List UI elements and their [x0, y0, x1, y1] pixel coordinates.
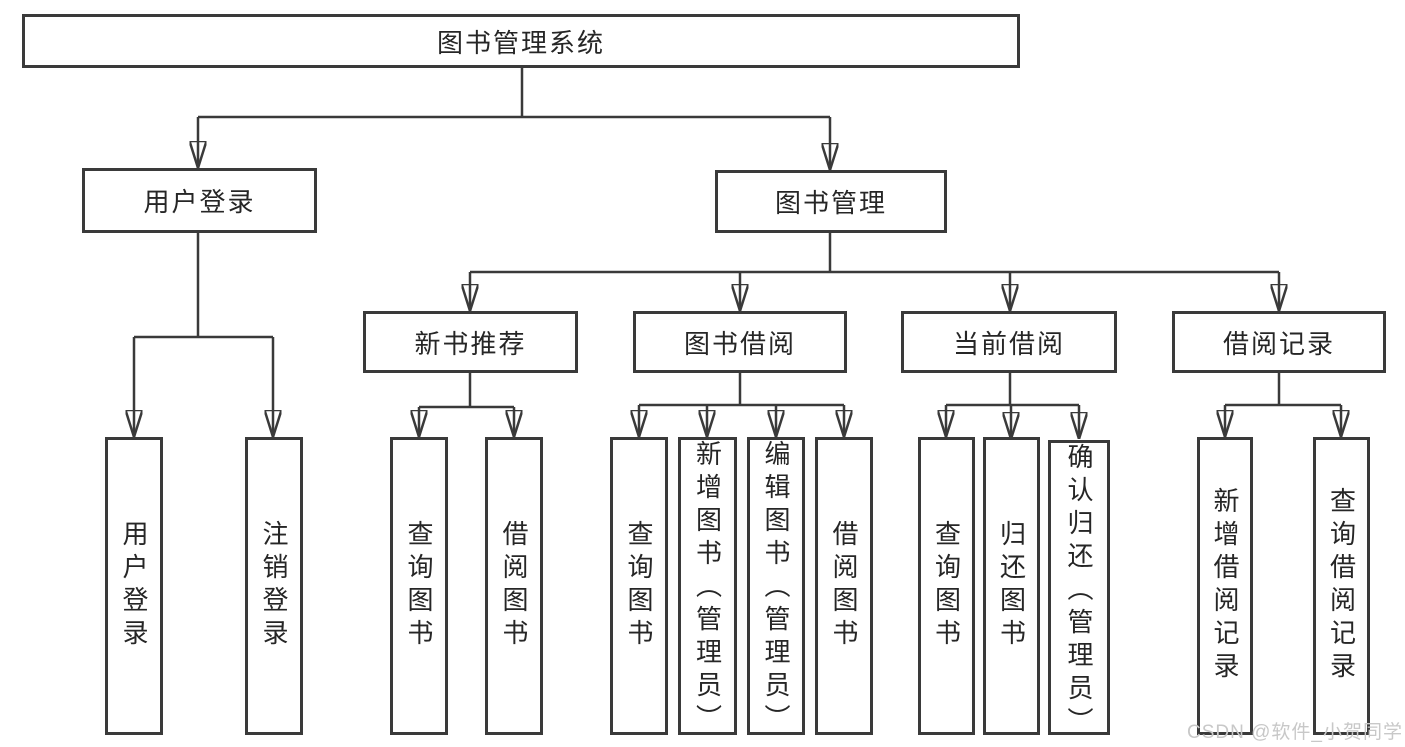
leaf-nbr-borrow-books: 借阅图书: [485, 437, 543, 735]
leaf-bb-borrow-books: 借阅图书: [815, 437, 873, 735]
connector-segments: [134, 68, 1341, 409]
leaf-user-login: 用户登录: [105, 437, 163, 735]
leaf-br-add-record: 新增借阅记录: [1197, 437, 1253, 735]
node-user-login-branch: 用户登录: [82, 168, 317, 233]
leaf-br-query-record: 查询借阅记录: [1313, 437, 1370, 735]
node-borrow-records: 借阅记录: [1172, 311, 1386, 373]
leaf-bb-add-book-admin: 新增图书（管理员）: [678, 437, 737, 737]
node-new-book-recommend: 新书推荐: [363, 311, 578, 373]
node-root: 图书管理系统: [22, 14, 1020, 68]
leaf-nbr-query-books: 查询图书: [390, 437, 448, 735]
leaf-cb-return-book: 归还图书: [983, 437, 1040, 735]
node-book-management: 图书管理: [715, 170, 947, 233]
node-current-borrowing: 当前借阅: [901, 311, 1117, 373]
node-book-borrowing: 图书借阅: [633, 311, 847, 373]
leaf-bb-query-books: 查询图书: [610, 437, 668, 735]
leaf-cb-confirm-return-admin: 确认归还（管理员）: [1048, 440, 1110, 740]
watermark: CSDN @软件_小贺同学: [1187, 722, 1403, 743]
leaf-bb-edit-book-admin: 编辑图书（管理员）: [747, 437, 805, 737]
leaf-cb-query-books: 查询图书: [918, 437, 975, 735]
leaf-logout: 注销登录: [245, 437, 303, 735]
